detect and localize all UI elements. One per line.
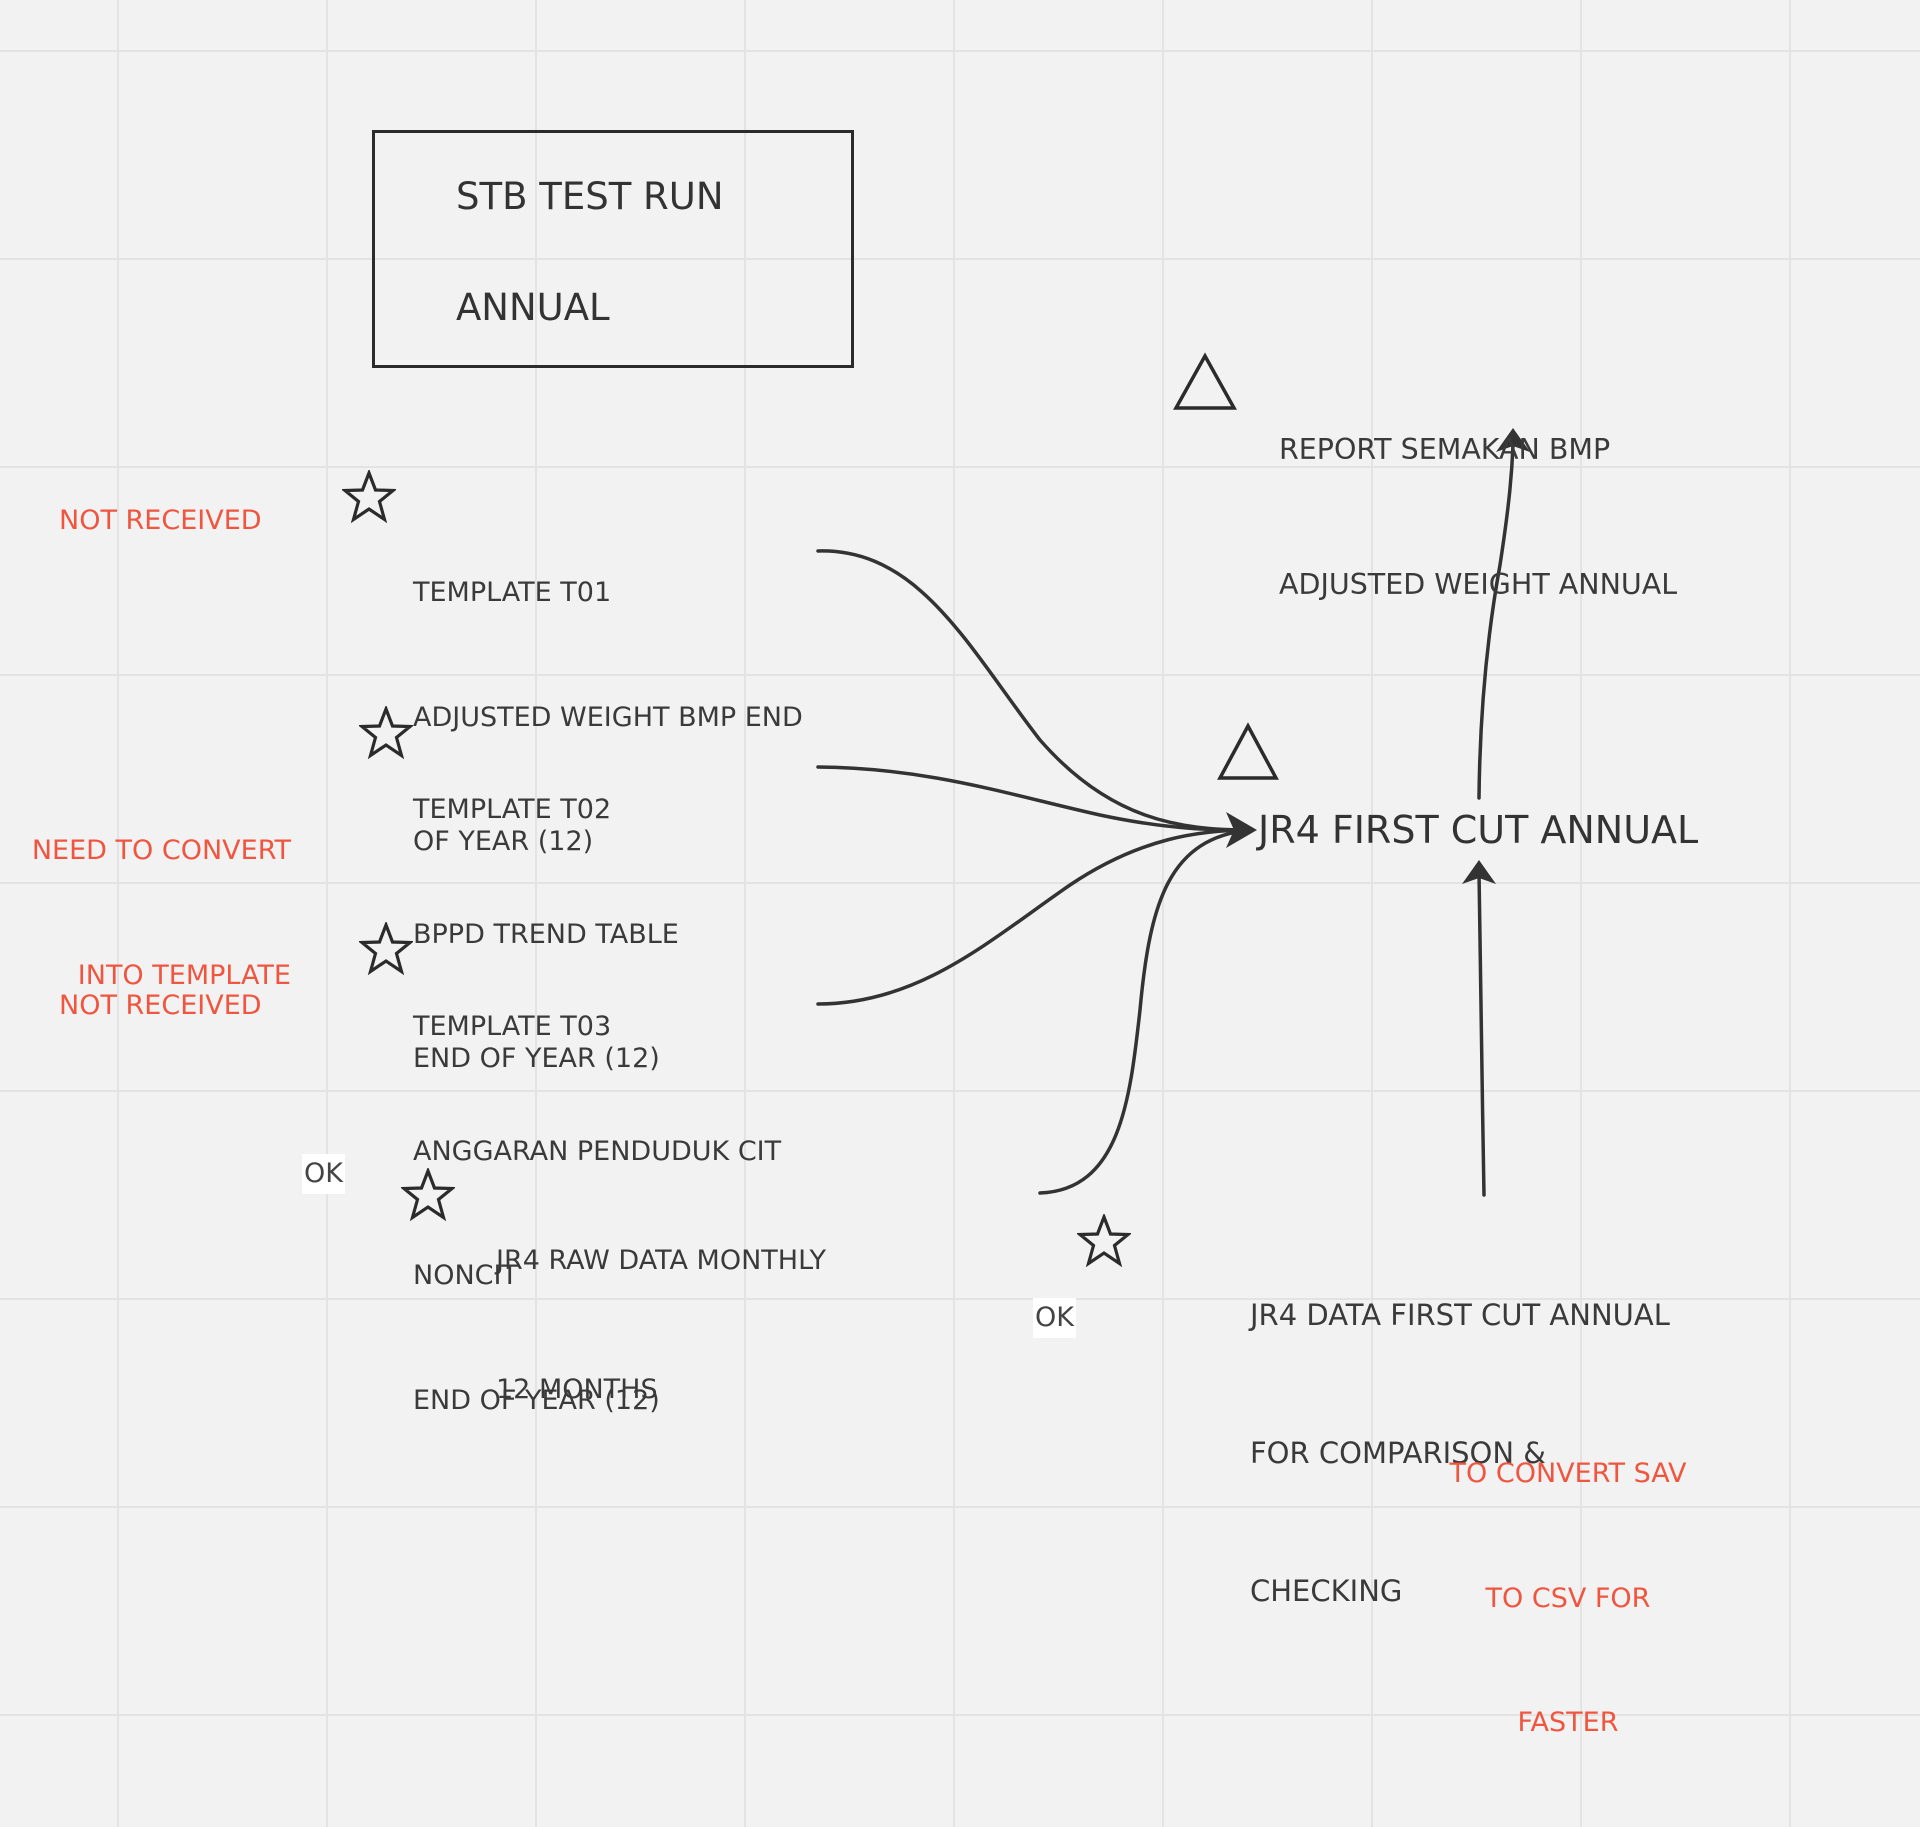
data-first-cut-line-2: FOR COMPARISON & — [1250, 1436, 1546, 1470]
t03-status: NOT RECEIVED — [59, 990, 262, 1021]
t01-line-2: ADJUSTED WEIGHT BMP END — [413, 701, 803, 733]
raw-data-line-1: JR4 RAW DATA MONTHLY — [496, 1245, 827, 1276]
arrowhead-into-first-cut-bottom — [1462, 860, 1496, 884]
triangle-icon — [1172, 352, 1238, 412]
arrowhead-into-report — [1496, 428, 1530, 452]
t03-line-3: NONCIT — [413, 1260, 518, 1291]
t01-line-3: OF YEAR (12) — [413, 826, 594, 857]
t02-line-1: TEMPLATE T02 — [413, 794, 612, 825]
t01-status: NOT RECEIVED — [59, 505, 262, 536]
note-line-3: FASTER — [1517, 1707, 1619, 1738]
t02-status-line-1: NEED TO CONVERT — [31, 835, 291, 866]
template-t01-node[interactable]: TEMPLATE T01 ADJUSTED WEIGHT BMP END OF … — [413, 489, 803, 946]
connector-t01-to-first-cut — [816, 549, 1252, 832]
triangle-icon — [1216, 722, 1280, 782]
connector-data-first-cut-to-first-cut — [1477, 870, 1486, 1197]
first-cut-node[interactable]: JR4 FIRST CUT ANNUAL — [1258, 808, 1699, 852]
raw-data-line-2: 12 MONTHS — [496, 1374, 658, 1405]
connector-raw-data-to-first-cut — [1038, 828, 1252, 1195]
report-node[interactable]: REPORT SEMAKAN BMP ADJUSTED WEIGHT ANNUA… — [1279, 337, 1677, 697]
t02-line-2: BPPD TREND TABLE — [413, 918, 679, 950]
t03-line-4: END OF YEAR (12) — [413, 1384, 660, 1416]
t02-status-line-2: INTO TEMPLATE — [77, 959, 291, 991]
connector-t02-to-first-cut — [816, 765, 1252, 832]
data-first-cut-note: TO CONVERT SAV TO CSV FOR FASTER — [1418, 1370, 1718, 1827]
report-line-1: REPORT SEMAKAN BMP — [1279, 433, 1611, 466]
star-icon — [359, 922, 413, 976]
report-line-2: ADJUSTED WEIGHT ANNUAL — [1279, 568, 1678, 601]
connector-first-cut-to-report — [1477, 443, 1515, 800]
title-frame[interactable]: STB TEST RUN ANNUAL — [372, 130, 854, 368]
star-icon — [342, 470, 396, 524]
star-icon — [401, 1168, 455, 1222]
t01-line-1: TEMPLATE T01 — [413, 577, 612, 608]
arrowhead-into-first-cut — [1226, 812, 1257, 848]
frame-title: STB TEST RUN — [456, 175, 724, 218]
template-t03-node[interactable]: TEMPLATE T03 ANGGARAN PENDUDUK CIT NONCI… — [413, 923, 781, 1504]
data-first-cut-status-badge: OK — [1033, 1298, 1076, 1338]
data-first-cut-line-1: JR4 DATA FIRST CUT ANNUAL — [1250, 1298, 1670, 1332]
flow-connectors — [816, 428, 1530, 1197]
frame-subtitle: ANNUAL — [456, 286, 610, 329]
t02-line-3: END OF YEAR (12) — [413, 1043, 660, 1074]
star-icon — [1077, 1214, 1131, 1268]
raw-data-node[interactable]: JR4 RAW DATA MONTHLY 12 MONTHS — [496, 1153, 826, 1497]
t03-line-1: TEMPLATE T03 — [413, 1011, 612, 1042]
star-icon — [359, 706, 413, 760]
note-line-1: TO CONVERT SAV — [1449, 1458, 1687, 1489]
note-line-2: TO CSV FOR — [1485, 1582, 1651, 1614]
whiteboard-canvas[interactable]: STB TEST RUN ANNUAL REPORT SEMAKAN BMP A… — [0, 0, 1920, 1738]
t02-status: NEED TO CONVERT INTO TEMPLATE — [28, 747, 291, 1079]
t03-line-2: ANGGARAN PENDUDUK CIT — [413, 1135, 782, 1167]
connector-t03-to-first-cut — [816, 828, 1252, 1006]
template-t02-node[interactable]: TEMPLATE T02 BPPD TREND TABLE END OF YEA… — [413, 706, 679, 1163]
raw-data-status-badge: OK — [302, 1154, 345, 1194]
